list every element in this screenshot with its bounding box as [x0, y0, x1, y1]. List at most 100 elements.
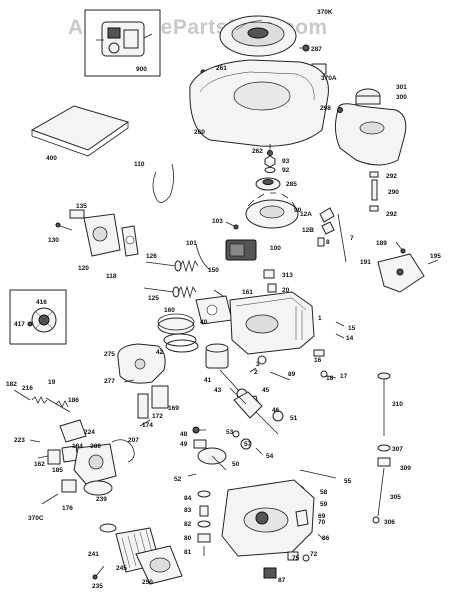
- part-19-governor-lever[interactable]: [45, 397, 71, 413]
- part-370k-recoil-starter[interactable]: [219, 15, 297, 57]
- part-400-filter-pad[interactable]: [30, 105, 130, 157]
- part-50-cam-gear[interactable]: [197, 447, 227, 471]
- part-100-ignition-armature[interactable]: [225, 239, 257, 261]
- part-250-filter-housing[interactable]: [135, 545, 183, 585]
- label-300: 300: [396, 94, 407, 101]
- part-900-inset[interactable]: [84, 9, 161, 77]
- part-1-cylinder-block[interactable]: [229, 291, 315, 355]
- part-92-washer[interactable]: [264, 167, 276, 173]
- part-69-gasket[interactable]: [295, 509, 309, 527]
- part-55-shaft[interactable]: [299, 469, 337, 479]
- part-110-fuel-line[interactable]: [152, 163, 174, 203]
- part-290-fuel-line[interactable]: [371, 179, 378, 201]
- part-235-screw[interactable]: [92, 565, 105, 580]
- part-307-o-ring[interactable]: [377, 444, 391, 452]
- part-18-washer[interactable]: [320, 370, 328, 378]
- part-285-starter-cup[interactable]: [255, 177, 281, 191]
- part-48-gear[interactable]: [192, 426, 206, 434]
- part-16-breather[interactable]: [313, 349, 325, 357]
- part-7-governor-link[interactable]: [337, 213, 347, 263]
- part-162-screw[interactable]: [37, 455, 49, 459]
- part-301-fuel-cap[interactable]: [355, 88, 381, 105]
- part-185-gasket[interactable]: [47, 449, 61, 465]
- part-169-gasket[interactable]: [151, 385, 169, 409]
- part-370c-decal[interactable]: [41, 493, 59, 505]
- part-207-fuel-line[interactable]: [111, 439, 135, 463]
- part-46-crankshaft[interactable]: [229, 387, 279, 435]
- part-292-clamp-top[interactable]: [369, 171, 379, 178]
- part-160-head-gasket[interactable]: [195, 295, 233, 325]
- part-174-screw[interactable]: [139, 419, 151, 427]
- part-241-filter-cap[interactable]: [99, 523, 117, 533]
- part-305-dipstick-tube[interactable]: [377, 467, 385, 517]
- part-103-screw[interactable]: [225, 221, 239, 230]
- part-83-shaft[interactable]: [199, 505, 209, 517]
- part-287-screw[interactable]: [299, 44, 310, 52]
- part-70-crankcase-sump[interactable]: [221, 479, 315, 557]
- part-40-piston[interactable]: [157, 313, 195, 335]
- part-12a-spark-plug-wire-bracket[interactable]: [319, 207, 335, 223]
- part-380-carburetor[interactable]: [73, 443, 117, 485]
- part-3-seal[interactable]: [257, 355, 267, 365]
- part-14-screw[interactable]: [335, 333, 345, 339]
- part-118-gasket[interactable]: [121, 225, 139, 257]
- part-90-flywheel[interactable]: [245, 192, 299, 229]
- part-195-screw[interactable]: [427, 259, 439, 265]
- part-216-spring[interactable]: [31, 396, 48, 404]
- part-223-screw[interactable]: [29, 439, 41, 443]
- part-191-control-bracket[interactable]: [377, 253, 425, 293]
- part-80-plug[interactable]: [197, 533, 211, 543]
- part-313-nut[interactable]: [263, 269, 275, 279]
- part-126-valve[interactable]: [145, 260, 182, 272]
- part-300-fuel-tank[interactable]: [334, 103, 407, 166]
- part-17-screw[interactable]: [327, 375, 337, 379]
- part-75-oil-drain-plug[interactable]: [287, 551, 299, 561]
- part-310-dipstick[interactable]: [377, 372, 391, 436]
- part-87-plug[interactable]: [263, 567, 277, 579]
- part-309-cap[interactable]: [377, 457, 391, 467]
- part-224-intake-elbow[interactable]: [59, 419, 87, 443]
- label-135: 135: [76, 203, 87, 210]
- part-89-camshaft-assembly[interactable]: [269, 371, 291, 381]
- part-101-ground-wire[interactable]: [195, 243, 211, 271]
- part-275-muffler[interactable]: [117, 343, 166, 384]
- part-292-clamp-bottom[interactable]: [369, 205, 379, 212]
- part-72-washer[interactable]: [302, 554, 310, 562]
- part-12b-bracket[interactable]: [321, 221, 335, 235]
- part-49-governor[interactable]: [193, 439, 207, 449]
- part-53-washer[interactable]: [232, 430, 240, 438]
- part-135-choke[interactable]: [69, 209, 85, 219]
- part-20-screw[interactable]: [267, 283, 277, 293]
- label-15: 15: [348, 325, 356, 332]
- part-150-valve-spring[interactable]: [177, 259, 199, 299]
- part-239-bowl[interactable]: [83, 480, 113, 496]
- part-2-pin[interactable]: [249, 367, 257, 373]
- part-82-washer[interactable]: [197, 520, 211, 528]
- part-93-nut[interactable]: [264, 155, 276, 168]
- part-172-plate[interactable]: [137, 393, 149, 419]
- part-260-blower-housing[interactable]: [189, 59, 329, 147]
- part-306-seal[interactable]: [372, 516, 380, 524]
- part-8-washer[interactable]: [317, 237, 325, 247]
- label-118: 118: [106, 273, 117, 280]
- part-298-screw[interactable]: [337, 107, 343, 113]
- part-54-pin[interactable]: [255, 447, 263, 455]
- part-189-screw[interactable]: [395, 241, 406, 254]
- part-41-piston[interactable]: [205, 343, 229, 369]
- part-52-screw[interactable]: [187, 473, 197, 477]
- part-417-screw[interactable]: [27, 321, 33, 327]
- part-15-screw[interactable]: [335, 321, 345, 327]
- part-176-float[interactable]: [61, 479, 77, 493]
- part-51-gear[interactable]: [272, 410, 284, 422]
- part-42-piston-rings[interactable]: [163, 333, 199, 353]
- part-120-carburetor[interactable]: [83, 213, 121, 257]
- part-125-valve[interactable]: [143, 286, 180, 298]
- part-182-link[interactable]: [13, 389, 31, 401]
- part-416-inset[interactable]: [9, 289, 67, 345]
- part-57-gear[interactable]: [240, 438, 252, 450]
- part-130-screw[interactable]: [55, 222, 73, 231]
- part-186-spring[interactable]: [55, 400, 69, 408]
- part-86-screw[interactable]: [317, 533, 325, 541]
- part-277-screw[interactable]: [123, 379, 135, 383]
- part-84-seal[interactable]: [197, 490, 211, 498]
